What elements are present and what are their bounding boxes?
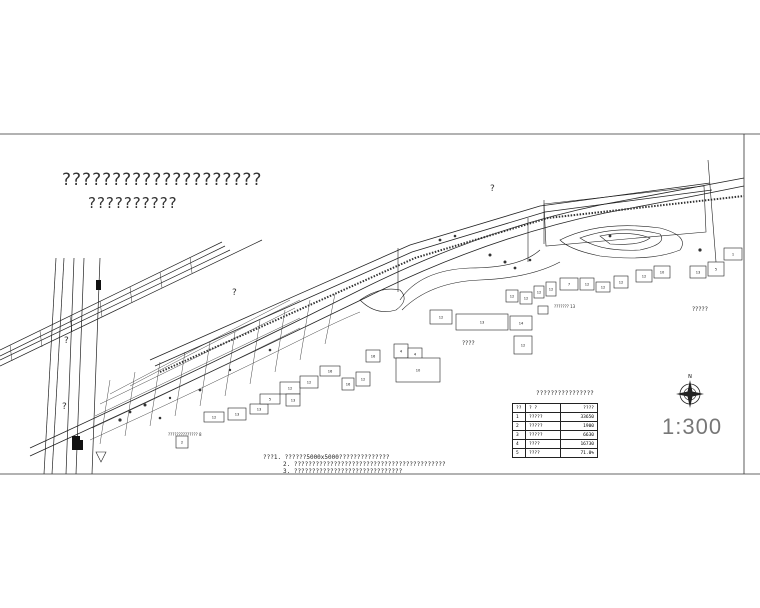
table-header-cell: ???? xyxy=(560,403,598,413)
map-label-station: ??????? 13 xyxy=(554,304,576,309)
table-cell: 4 xyxy=(512,439,526,449)
note-line-1: ???1. ??????5000x5000?????????????? xyxy=(263,454,390,461)
plaza-marker xyxy=(72,436,80,450)
table-cell: ????? xyxy=(525,421,561,431)
compass-icon: N xyxy=(676,374,704,408)
table-cell: 1 xyxy=(512,412,526,422)
table-cell: 3 xyxy=(512,430,526,440)
table-cell: 5 xyxy=(512,448,526,458)
map-label-area: ???? xyxy=(462,340,475,347)
table-cell: 16730 xyxy=(560,439,598,449)
table-header-cell: ?? xyxy=(512,403,526,413)
stats-table: ?? ? ? ???? 1 ????? 33650 2 ????? 1900 3… xyxy=(512,403,598,458)
direction-triangle xyxy=(95,451,107,463)
table-header-cell: ? ? xyxy=(525,403,561,413)
table-cell: ????? xyxy=(525,430,561,440)
table-cell: 2 xyxy=(512,421,526,431)
table-cell: 71.0% xyxy=(560,448,598,458)
ramp-curves xyxy=(359,225,683,312)
map-label-right: ????? xyxy=(692,306,708,313)
stats-table-title: ???????????????? xyxy=(536,390,594,397)
table-cell: ???? xyxy=(525,439,561,449)
table-cell: 33650 xyxy=(560,412,598,422)
note-line-3: 3. ?????????????????????????????? xyxy=(283,468,403,475)
svg-text:N: N xyxy=(688,374,692,380)
table-cell: 1900 xyxy=(560,421,598,431)
map-label-road: ? xyxy=(64,336,69,346)
drawing-title-line1: ???????????????????? xyxy=(62,170,263,190)
table-cell: ????? xyxy=(525,412,561,422)
main-road xyxy=(29,177,745,457)
railway-tracks xyxy=(0,239,263,367)
table-row: 2 ????? 1900 xyxy=(512,421,598,431)
vertical-road xyxy=(43,257,101,475)
map-label-north: ? xyxy=(490,184,495,194)
road-marker-bottom xyxy=(78,440,83,450)
table-cell: ???? xyxy=(525,448,561,458)
railway-ties xyxy=(9,256,193,362)
note-line-2: 2. ?????????????????????????????????????… xyxy=(283,461,446,468)
table-row: 5 ???? 71.0% xyxy=(512,448,598,458)
station-boundary xyxy=(397,159,717,292)
plaza-grid xyxy=(89,293,361,445)
table-row: 1 ????? 33650 xyxy=(512,412,598,422)
plaza-details xyxy=(118,234,702,422)
road-marker-top xyxy=(96,280,101,290)
table-cell: 6630 xyxy=(560,430,598,440)
table-row: 3 ????? 6630 xyxy=(512,430,598,440)
table-header-row: ?? ? ? ???? xyxy=(512,403,598,413)
buildings xyxy=(175,247,743,449)
map-label-center: ? xyxy=(232,288,237,298)
map-label-plaza: ?????????????? 8 xyxy=(168,432,202,437)
main-railway xyxy=(159,195,745,373)
drawing-scale: 1:300 xyxy=(662,414,723,439)
table-row: 4 ???? 16730 xyxy=(512,439,598,449)
map-label-road-lower: ? xyxy=(62,402,67,412)
drawing-title-line2: ?????????? xyxy=(88,194,178,212)
